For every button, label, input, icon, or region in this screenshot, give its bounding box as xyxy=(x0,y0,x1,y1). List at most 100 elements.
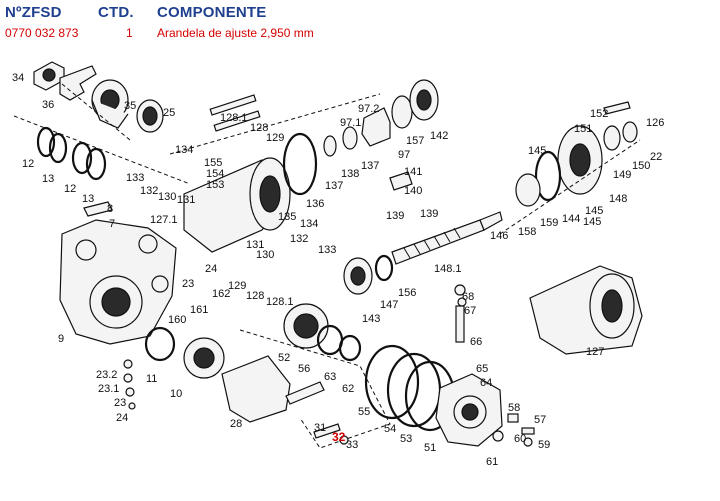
part-label-133b[interactable]: 133 xyxy=(318,244,336,256)
part-label-12a[interactable]: 12 xyxy=(22,158,34,170)
part-label-132b[interactable]: 132 xyxy=(290,233,308,245)
part-label-151[interactable]: 151 xyxy=(574,123,592,135)
part-label-158[interactable]: 158 xyxy=(518,226,536,238)
part-label-148[interactable]: 148 xyxy=(609,193,627,205)
part-label-145c[interactable]: 145 xyxy=(583,216,601,228)
part-label-143[interactable]: 143 xyxy=(362,313,380,325)
part-label-52[interactable]: 52 xyxy=(278,352,290,364)
part-label-133a[interactable]: 133 xyxy=(126,172,144,184)
part-label-97-2[interactable]: 97.2 xyxy=(358,103,379,115)
part-label-154[interactable]: 154 xyxy=(206,168,224,180)
part-label-138[interactable]: 138 xyxy=(341,168,359,180)
part-label-134b[interactable]: 134 xyxy=(300,218,318,230)
part-label-23-2[interactable]: 23.2 xyxy=(96,369,117,381)
part-label-97[interactable]: 97 xyxy=(398,149,410,161)
part-label-25[interactable]: 25 xyxy=(163,107,175,119)
part-label-67[interactable]: 67 xyxy=(464,305,476,317)
part-label-23-1[interactable]: 23.1 xyxy=(98,383,119,395)
part-label-157[interactable]: 157 xyxy=(406,135,424,147)
part-label-59[interactable]: 59 xyxy=(538,439,550,451)
part-label-161[interactable]: 161 xyxy=(190,304,208,316)
part-label-130b[interactable]: 130 xyxy=(256,249,274,261)
part-label-162[interactable]: 162 xyxy=(212,288,230,300)
part-label-9[interactable]: 9 xyxy=(58,333,64,345)
part-label-149[interactable]: 149 xyxy=(613,169,631,181)
part-label-31[interactable]: 31 xyxy=(314,422,326,434)
part-label-128-1b[interactable]: 128.1 xyxy=(266,296,294,308)
part-label-131b[interactable]: 131 xyxy=(246,239,264,251)
part-label-10[interactable]: 10 xyxy=(170,388,182,400)
part-label-129b[interactable]: 129 xyxy=(228,280,246,292)
part-label-131a[interactable]: 131 xyxy=(177,194,195,206)
part-label-61[interactable]: 61 xyxy=(486,456,498,468)
part-label-130a[interactable]: 130 xyxy=(158,191,176,203)
part-label-145b[interactable]: 145 xyxy=(585,205,603,217)
part-label-56[interactable]: 56 xyxy=(298,363,310,375)
part-label-128a[interactable]: 128 xyxy=(250,122,268,134)
part-label-66[interactable]: 66 xyxy=(470,336,482,348)
part-label-156[interactable]: 156 xyxy=(398,287,416,299)
part-label-23b[interactable]: 23 xyxy=(114,397,126,409)
part-label-152[interactable]: 152 xyxy=(590,108,608,120)
part-label-68[interactable]: 68 xyxy=(462,291,474,303)
part-label-23a[interactable]: 23 xyxy=(182,278,194,290)
part-label-22[interactable]: 22 xyxy=(650,151,662,163)
part-label-137a[interactable]: 137 xyxy=(361,160,379,172)
part-label-146[interactable]: 146 xyxy=(490,230,508,242)
part-label-24a[interactable]: 24 xyxy=(205,263,217,275)
part-label-58[interactable]: 58 xyxy=(508,402,520,414)
part-label-145a[interactable]: 145 xyxy=(528,145,546,157)
part-label-33[interactable]: 33 xyxy=(346,439,358,451)
part-label-28[interactable]: 28 xyxy=(230,418,242,430)
part-label-142[interactable]: 142 xyxy=(430,130,448,142)
part-label-8[interactable]: 8 xyxy=(107,203,113,215)
part-label-134a[interactable]: 134 xyxy=(175,144,193,156)
selected-component[interactable]: Arandela de ajuste 2,950 mm xyxy=(157,26,314,40)
part-label-55[interactable]: 55 xyxy=(358,406,370,418)
part-label-137b[interactable]: 137 xyxy=(325,180,343,192)
part-label-135[interactable]: 135 xyxy=(278,211,296,223)
part-label-57[interactable]: 57 xyxy=(534,414,546,426)
part-label-153[interactable]: 153 xyxy=(206,179,224,191)
part-label-62[interactable]: 62 xyxy=(342,383,354,395)
part-label-139b[interactable]: 139 xyxy=(420,208,438,220)
part-label-13b[interactable]: 13 xyxy=(82,193,94,205)
part-label-147[interactable]: 147 xyxy=(380,299,398,311)
part-label-12b[interactable]: 12 xyxy=(64,183,76,195)
part-label-126[interactable]: 126 xyxy=(646,117,664,129)
part-label-128-1a[interactable]: 128.1 xyxy=(220,112,248,124)
part-label-24b[interactable]: 24 xyxy=(116,412,128,424)
part-label-63[interactable]: 63 xyxy=(324,371,336,383)
part-label-132a[interactable]: 132 xyxy=(140,185,158,197)
part-label-54[interactable]: 54 xyxy=(384,423,396,435)
part-label-34[interactable]: 34 xyxy=(12,72,24,84)
part-label-53[interactable]: 53 xyxy=(400,433,412,445)
part-label-36[interactable]: 36 xyxy=(42,99,54,111)
part-label-127-1[interactable]: 127.1 xyxy=(150,214,178,226)
part-label-13a[interactable]: 13 xyxy=(42,173,54,185)
part-label-129a[interactable]: 129 xyxy=(266,132,284,144)
part-label-64[interactable]: 64 xyxy=(480,377,492,389)
part-label-35[interactable]: 35 xyxy=(124,100,136,112)
part-label-127[interactable]: 127 xyxy=(586,346,604,358)
part-label-141[interactable]: 141 xyxy=(404,166,422,178)
part-label-11[interactable]: 11 xyxy=(146,373,157,385)
part-label-60[interactable]: 60 xyxy=(514,433,526,445)
part-label-159[interactable]: 159 xyxy=(540,217,558,229)
part-label-148-1[interactable]: 148.1 xyxy=(434,263,462,275)
part-label-128b[interactable]: 128 xyxy=(246,290,264,302)
part-label-136[interactable]: 136 xyxy=(306,198,324,210)
part-label-97-1[interactable]: 97.1 xyxy=(340,117,361,129)
part-label-65[interactable]: 65 xyxy=(476,363,488,375)
part-label-51[interactable]: 51 xyxy=(424,442,436,454)
selected-ref[interactable]: 0770 032 873 xyxy=(5,26,79,40)
part-label-32[interactable]: 32 xyxy=(332,430,346,444)
part-label-160[interactable]: 160 xyxy=(168,314,186,326)
part-label-139a[interactable]: 139 xyxy=(386,210,404,222)
part-label-155[interactable]: 155 xyxy=(204,157,222,169)
part-label-144[interactable]: 144 xyxy=(562,213,580,225)
main-housing xyxy=(59,201,177,345)
part-label-150[interactable]: 150 xyxy=(632,160,650,172)
part-label-7[interactable]: 7 xyxy=(109,218,115,230)
part-label-140[interactable]: 140 xyxy=(404,185,422,197)
